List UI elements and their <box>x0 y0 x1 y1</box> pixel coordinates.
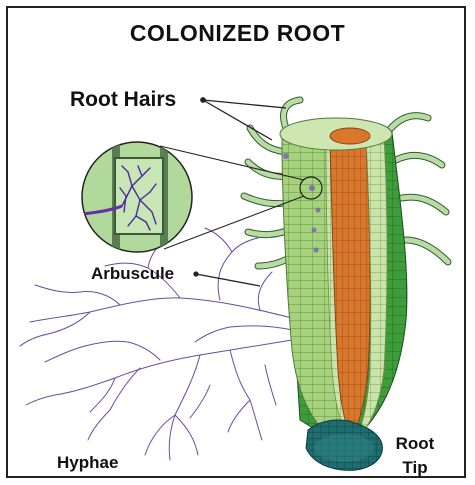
root-tip-label: Root Tip <box>384 432 446 480</box>
root-tip-label-line-2: Tip <box>384 456 446 480</box>
root-hairs-label: Root Hairs <box>70 89 176 110</box>
hyphae-network <box>20 228 292 460</box>
root-body <box>280 118 407 470</box>
root-hairs-leader-lines <box>201 98 286 140</box>
arbuscule-leader-line <box>194 272 260 286</box>
diagram-title: COLONIZED ROOT <box>0 22 475 45</box>
hyphae-label: Hyphae <box>57 454 118 471</box>
arbuscule-label: Arbuscule <box>91 265 174 282</box>
arbuscule-inset <box>82 140 192 260</box>
root-tip-label-line-1: Root <box>384 432 446 456</box>
